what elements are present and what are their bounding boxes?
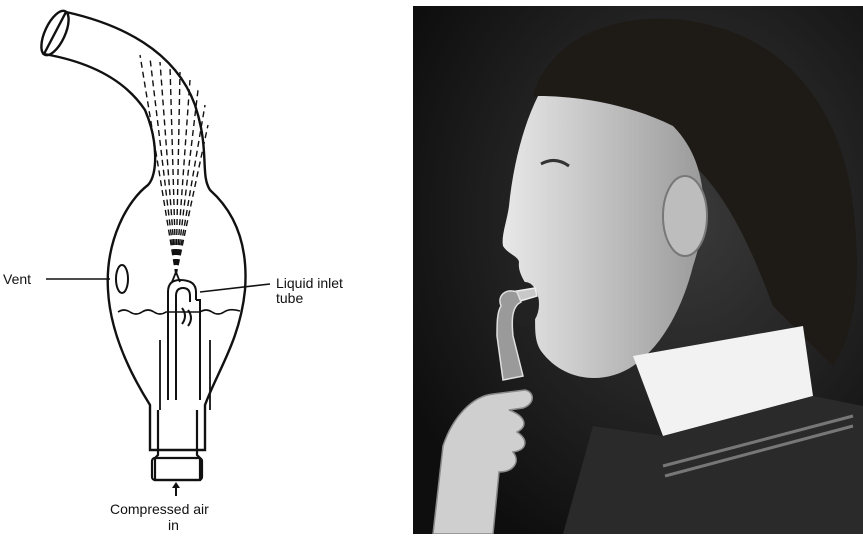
vent-opening <box>116 265 128 293</box>
nebulizer-body-outline <box>44 12 246 450</box>
air-inlet-connector <box>152 458 202 480</box>
nebulizer-use-photo <box>413 6 863 534</box>
ear <box>663 176 707 256</box>
label-liquid-inlet-line2: tube <box>276 290 303 306</box>
inlet-leader-line <box>200 284 270 292</box>
label-vent: Vent <box>3 271 31 287</box>
air-inlet-neck <box>155 410 200 480</box>
photo-illustration <box>413 6 863 534</box>
air-flow-arrow <box>172 482 180 496</box>
label-compressed-air-line2: in <box>168 517 179 533</box>
label-compressed-air-line1: Compressed air <box>110 501 209 517</box>
aerosol-spray <box>140 55 208 275</box>
liquid-inlet-tube <box>168 280 200 400</box>
nebulizer-diagram-panel: Vent Liquid inlet tube Compressed air in <box>0 0 400 534</box>
nebulizer-diagram: Vent Liquid inlet tube Compressed air in <box>0 0 400 534</box>
liquid-surface <box>118 310 240 314</box>
label-liquid-inlet-line1: Liquid inlet <box>276 275 343 291</box>
